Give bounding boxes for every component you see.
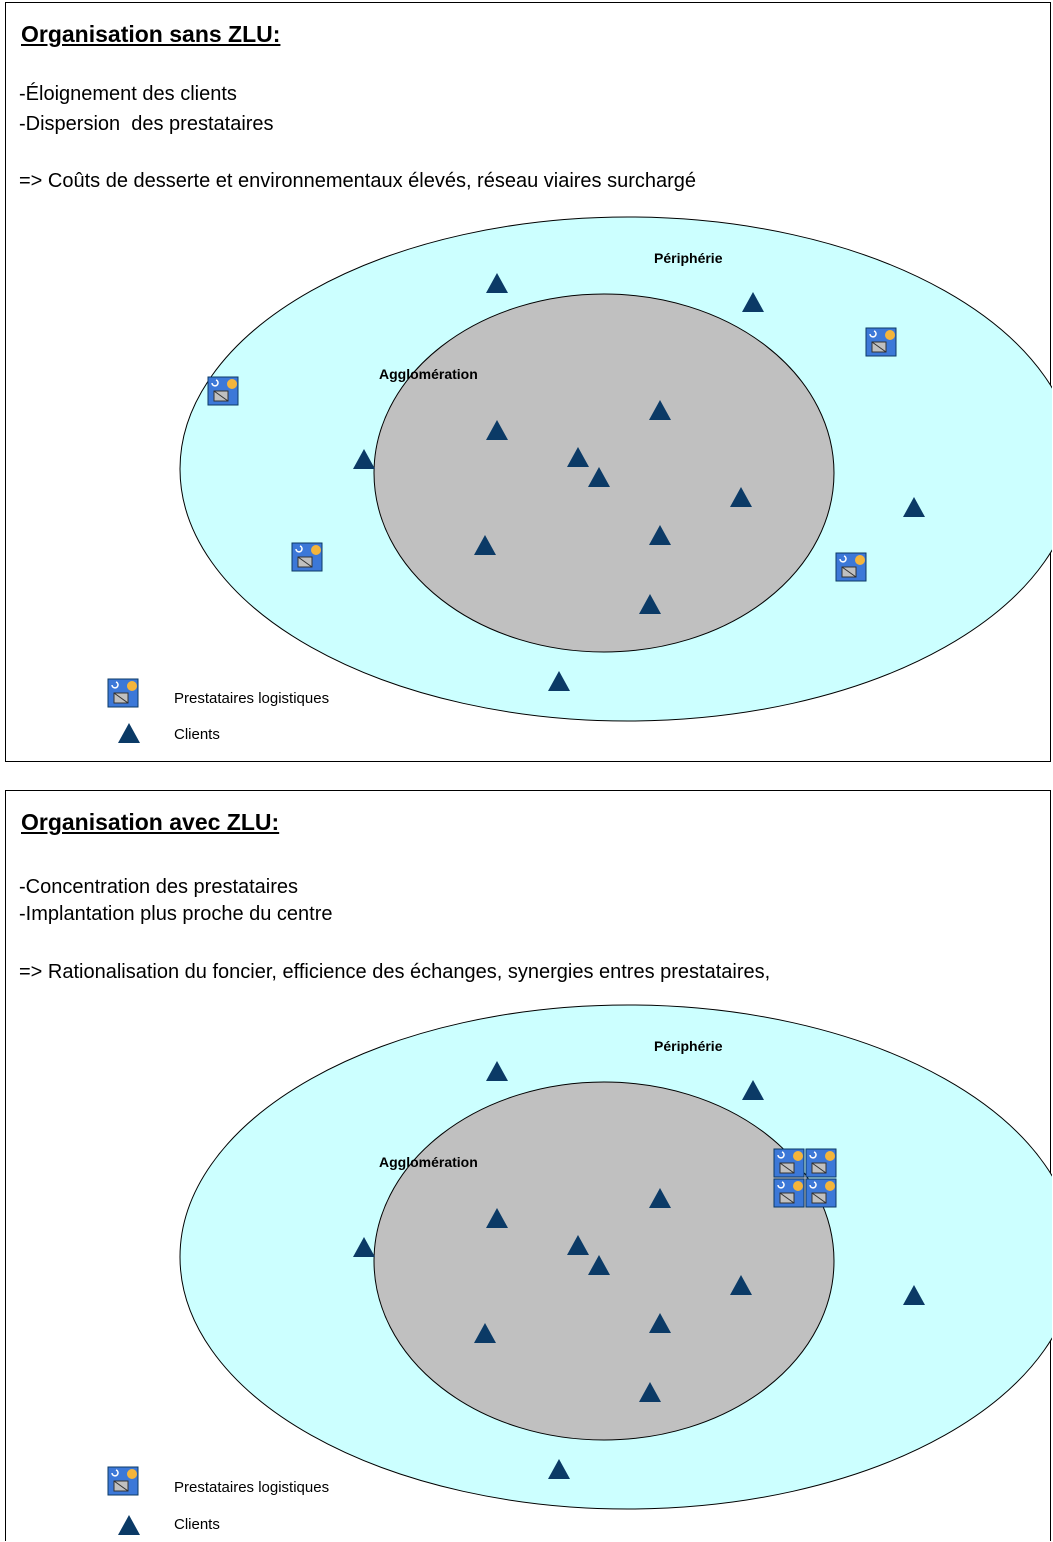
warehouse-box-icon bbox=[805, 1148, 837, 1178]
agglomeration-zone bbox=[373, 1081, 835, 1441]
panel-title: Organisation sans ZLU: bbox=[21, 21, 281, 47]
bullet-item: -Dispersion des prestataires bbox=[19, 113, 274, 135]
panel-without-zlu: Organisation sans ZLU: -Éloignement des … bbox=[5, 2, 1052, 762]
client-markers bbox=[353, 1061, 925, 1479]
triangle-marker-icon bbox=[353, 449, 375, 469]
peripherie-label: Périphérie bbox=[654, 1038, 723, 1054]
warehouse-box-icon bbox=[773, 1148, 805, 1178]
warehouse-box-icon bbox=[865, 327, 897, 357]
warehouse-box-icon bbox=[291, 542, 323, 572]
triangle-marker-icon bbox=[639, 1382, 661, 1402]
triangle-marker-icon bbox=[548, 671, 570, 691]
warehouse-box-icon bbox=[773, 1178, 805, 1208]
bullet-item: -Éloignement des clients bbox=[19, 83, 237, 105]
bullet-item: -Implantation plus proche du centre bbox=[19, 903, 333, 925]
agglomeration-zone bbox=[373, 293, 835, 653]
triangle-marker-icon bbox=[639, 594, 661, 614]
peripherie-label: Périphérie bbox=[654, 250, 723, 266]
legend-client-icon bbox=[118, 723, 140, 743]
warehouse-box-icon bbox=[835, 552, 867, 582]
panel-with-zlu: Organisation avec ZLU: -Concentration de… bbox=[5, 790, 1052, 1541]
bullet-item: -Concentration des prestataires bbox=[19, 876, 299, 898]
panel-title: Organisation avec ZLU: bbox=[21, 809, 280, 835]
warehouse-box-icon bbox=[207, 376, 239, 406]
legend-clients-label: Clients bbox=[174, 1516, 220, 1533]
triangle-marker-icon bbox=[649, 525, 671, 545]
triangle-marker-icon bbox=[486, 1208, 508, 1228]
agglomeration-label: Agglomération bbox=[379, 366, 478, 382]
triangle-marker-icon bbox=[730, 487, 752, 507]
triangle-marker-icon bbox=[903, 497, 925, 517]
triangle-marker-icon bbox=[548, 1459, 570, 1479]
provider-cluster bbox=[773, 1148, 837, 1208]
legend-client-icon bbox=[118, 1515, 140, 1535]
triangle-marker-icon bbox=[730, 1275, 752, 1295]
triangle-marker-icon bbox=[742, 1080, 764, 1100]
triangle-marker-icon bbox=[486, 420, 508, 440]
triangle-marker-icon bbox=[567, 1235, 589, 1255]
triangle-marker-icon bbox=[649, 1313, 671, 1333]
zone-diagram: Périphérie Agglomération bbox=[107, 1004, 1052, 1535]
legend-providers-label: Prestataires logistiques bbox=[174, 690, 330, 707]
triangle-marker-icon bbox=[567, 447, 589, 467]
legend-providers-label: Prestataires logistiques bbox=[174, 1479, 330, 1496]
triangle-marker-icon bbox=[486, 1061, 508, 1081]
zone-diagram: Périphérie Agglomération bbox=[107, 216, 1052, 743]
agglomeration-label: Agglomération bbox=[379, 1154, 478, 1170]
legend-provider-icon bbox=[107, 1466, 139, 1496]
conclusion-text: => Rationalisation du foncier, efficienc… bbox=[19, 961, 771, 983]
provider-markers bbox=[207, 327, 897, 582]
triangle-marker-icon bbox=[649, 1188, 671, 1208]
triangle-marker-icon bbox=[742, 292, 764, 312]
triangle-marker-icon bbox=[649, 400, 671, 420]
triangle-marker-icon bbox=[474, 535, 496, 555]
legend-clients-label: Clients bbox=[174, 726, 220, 743]
triangle-marker-icon bbox=[588, 467, 610, 487]
warehouse-box-icon bbox=[805, 1178, 837, 1208]
client-markers bbox=[353, 273, 925, 691]
conclusion-text: => Coûts de desserte et environnementaux… bbox=[19, 170, 697, 192]
triangle-marker-icon bbox=[353, 1237, 375, 1257]
triangle-marker-icon bbox=[474, 1323, 496, 1343]
legend-provider-icon bbox=[107, 678, 139, 708]
triangle-marker-icon bbox=[486, 273, 508, 293]
triangle-marker-icon bbox=[588, 1255, 610, 1275]
triangle-marker-icon bbox=[903, 1285, 925, 1305]
